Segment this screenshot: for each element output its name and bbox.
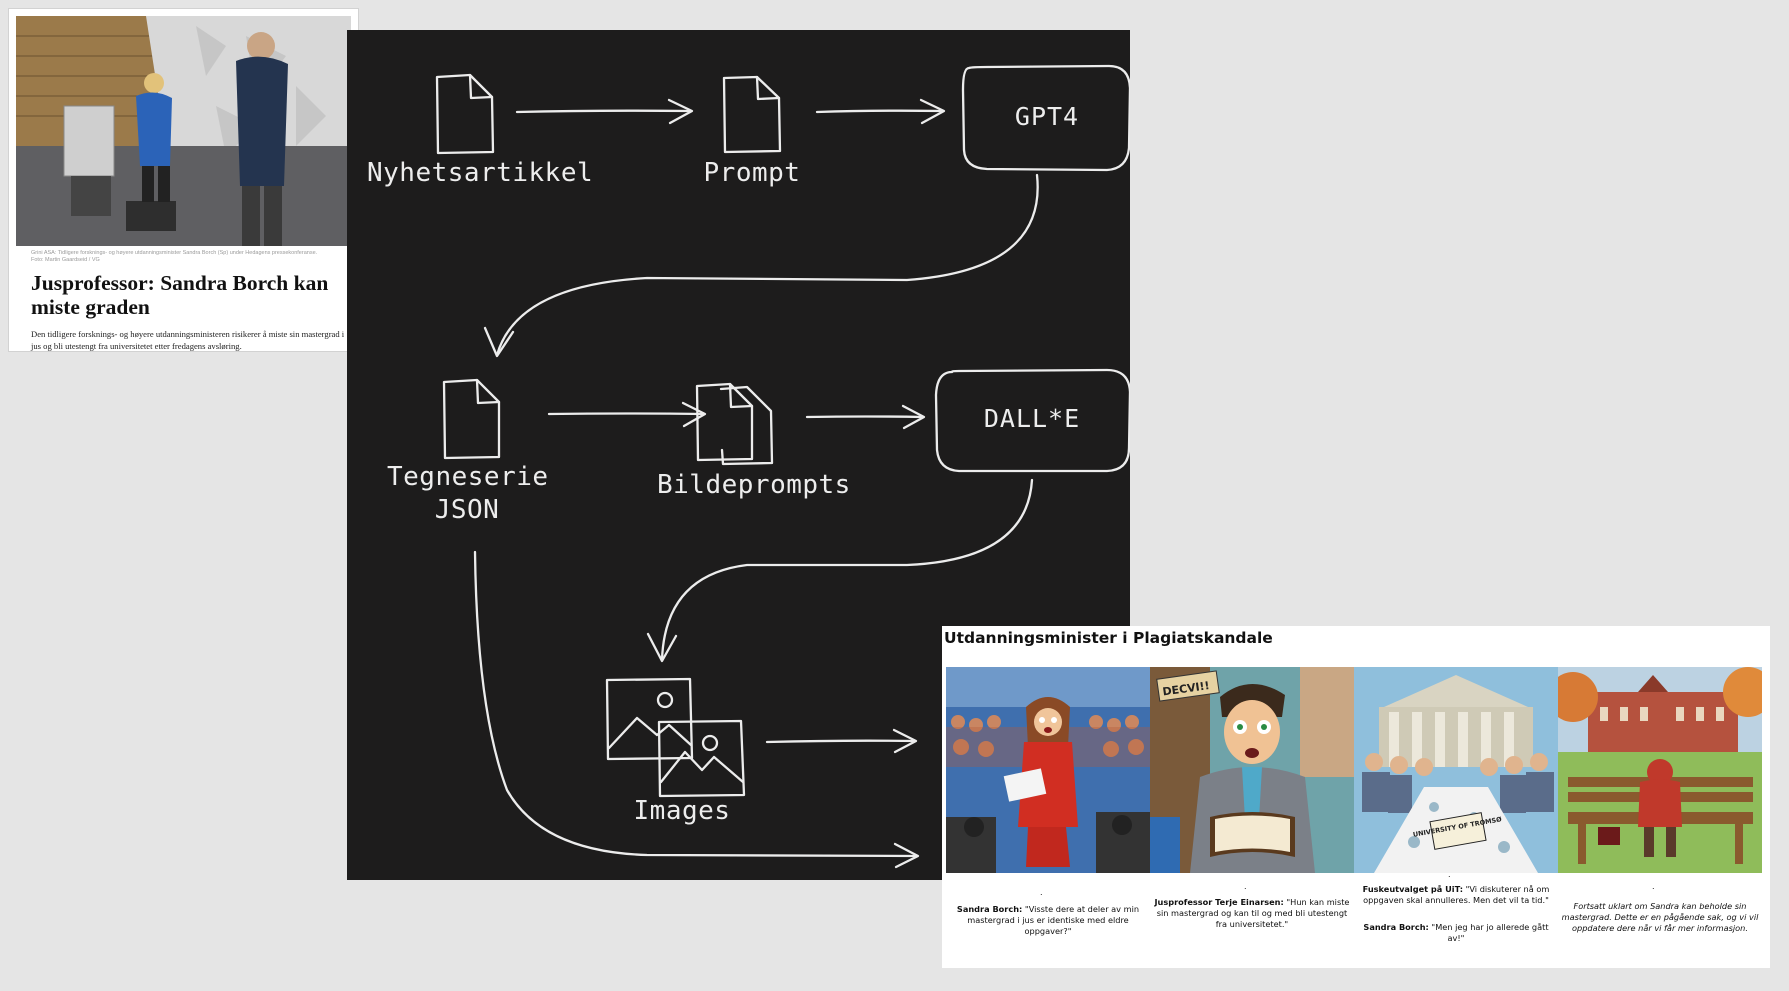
label-tegneserie: Tegneserie <box>387 462 549 492</box>
caption-dot: . <box>1040 888 1043 897</box>
comic-title: Utdanningsminister i Plagiatskandale <box>944 629 1273 647</box>
comic-panel-1 <box>946 667 1150 873</box>
arrow-images-to-comic <box>765 728 918 754</box>
label-dalle: DALL*E <box>983 404 1081 433</box>
caption-speaker: Fuskeutvalget på UiT: <box>1362 884 1464 894</box>
prompt-document-icon <box>722 75 782 154</box>
caption-dot: . <box>1652 882 1655 891</box>
comic-caption-3: Fuskeutvalget på UiT: "Vi diskuterer nå … <box>1356 884 1556 944</box>
arrow-dalle-to-images <box>646 478 1034 663</box>
arrow-json-to-comic <box>473 550 920 869</box>
article-document-icon <box>435 73 495 155</box>
caption-dot: . <box>1448 870 1451 879</box>
caption-speaker: Jusprofessor Terje Einarsen: <box>1154 897 1284 907</box>
arrow-prompt-to-gpt4 <box>815 98 946 125</box>
arrow-gpt4-to-json <box>483 173 1039 358</box>
gpt4-box <box>961 64 1130 172</box>
comic-caption-4: Fortsatt uklart om Sandra kan beholde si… <box>1561 901 1759 933</box>
json-document-icon <box>442 378 501 460</box>
comic-panel-3: UNIVERSITY OF TROMSØ <box>1354 667 1558 873</box>
comic-panel-4 <box>1558 667 1762 873</box>
caption-text: "Men jeg har jo allerede gått av!" <box>1431 922 1549 943</box>
dalle-box <box>934 368 1130 473</box>
label-prompt: Prompt <box>703 158 801 188</box>
comic-strip[interactable]: Utdanningsminister i Plagiatskandale <box>942 626 1770 968</box>
news-article-card[interactable]: Grini ASA: Tidligere forsknings- og høye… <box>9 9 358 351</box>
caption-speaker: Sandra Borch: <box>956 904 1023 914</box>
bildeprompts-documents-icon <box>695 382 774 466</box>
arrow-bildeprompts-to-dalle <box>805 404 926 430</box>
label-nyhetsartikkel: Nyhetsartikkel <box>367 158 594 188</box>
caption-speaker: Sandra Borch: <box>1363 922 1429 932</box>
caption-dot: . <box>1244 882 1247 891</box>
images-icon <box>605 677 746 798</box>
comic-caption-2: Jusprofessor Terje Einarsen: "Hun kan mi… <box>1152 897 1352 930</box>
comic-caption-1: Sandra Borch: "Visste dere at deler av m… <box>948 904 1148 937</box>
caption-text: "Hun kan miste sin mastergrad og kan til… <box>1156 897 1350 929</box>
news-headline[interactable]: Jusprofessor: Sandra Borch kan miste gra… <box>31 271 329 319</box>
comic-panel-2: DECVI!! <box>1150 667 1354 873</box>
news-photo <box>16 16 351 246</box>
news-photo-caption: Grini ASA: Tidligere forsknings- og høye… <box>31 250 318 263</box>
label-json: JSON <box>434 495 500 525</box>
panel2-sign: DECVI!! <box>1156 670 1220 702</box>
label-bildeprompts: Bildeprompts <box>657 470 851 500</box>
university-sign: UNIVERSITY OF TROMSØ <box>1412 812 1503 850</box>
caption-text: "Visste dere at deler av min mastergrad … <box>967 904 1140 936</box>
news-lead: Den tidligere forsknings- og høyere utda… <box>31 329 345 351</box>
caption-text: "Vi diskuterer nå om oppgaven skal annul… <box>1363 884 1550 905</box>
label-gpt4: GPT4 <box>1014 102 1080 131</box>
arrow-article-to-prompt <box>515 98 694 125</box>
arrow-json-to-bildeprompts <box>547 401 707 428</box>
label-images: Images <box>633 796 731 826</box>
